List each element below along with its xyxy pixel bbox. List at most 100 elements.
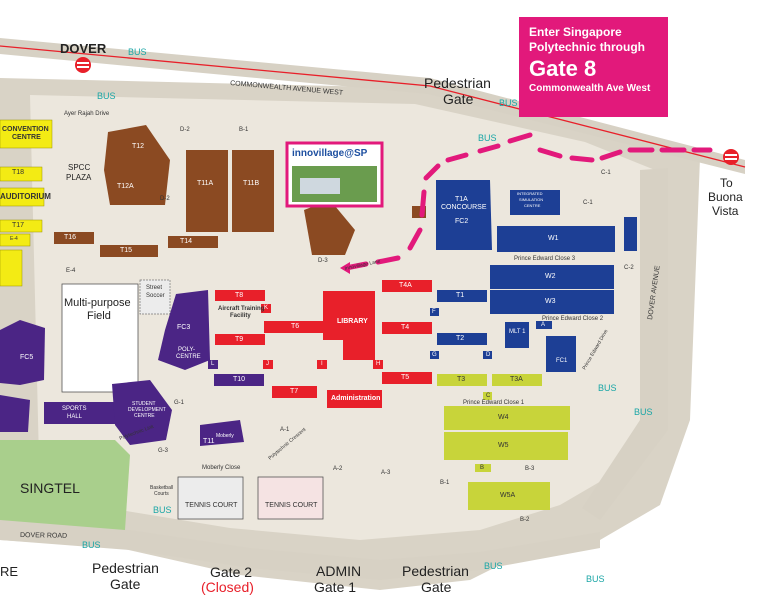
carpark-label: B-1 [440,480,450,486]
block-w2: W2 [545,273,556,280]
carpark-label: C-1 [583,200,593,206]
commonwealth-road [0,38,745,174]
carpark-label: D-2 [160,196,170,202]
dover-road-label: DOVER ROAD [20,532,67,540]
carpark-label: E-4 [66,268,76,274]
tennis-court-1 [177,476,244,520]
callout-line1: Enter Singapore [529,25,622,39]
bus-stop-label: BUS [499,98,518,108]
dover-road [0,520,600,580]
tennis-court-1-label: TENNIS COURT [185,502,238,509]
mrt-logo-right [723,149,739,165]
block-t4a: T4A [399,282,412,289]
block-fc1: FC1 [556,358,568,364]
aircraft-line2: Facility [230,313,251,319]
carpark-label: A-2 [333,466,343,472]
gate2-status: (Closed) [201,579,254,595]
brown-blocks [54,125,426,257]
block-t12a: T12A [117,183,134,190]
block-fc2: FC2 [455,218,469,225]
tennis-court-2 [257,476,324,520]
bus-stop-label: BUS [598,383,617,393]
auditorium-label: AUDITORIUM [0,192,51,201]
block-w4: W4 [498,414,509,421]
bus-stop-label: BUS [128,47,147,57]
bus-stop-label: BUS [484,561,503,571]
block-t9: T9 [235,336,244,343]
re-cut-label: RE [0,564,19,579]
block-w5: W5 [498,442,509,449]
carpark-label: C-1 [601,170,611,176]
block-g: G [432,352,437,358]
prince-edward-1-label: Prince Edward Close 1 [463,400,525,406]
ped-gate-top-line1: Pedestrian [424,75,491,91]
block-e4: E-4 [10,236,18,242]
carpark-label: G-1 [174,400,185,406]
sports-hall-line2: HALL [67,414,83,420]
admin-gate-line1: ADMIN [316,563,362,579]
gate2-label: Gate 2 [210,564,253,580]
block-l: L [211,361,215,367]
admin-gate-line2: Gate 1 [314,579,357,595]
lime-blocks [437,374,570,510]
poly-centre-line2: CENTRE [176,354,201,360]
block-b: B [480,465,485,471]
block-i: I [321,361,323,367]
block-d: D [486,352,491,358]
block-f: F [432,309,436,315]
navy-blocks [430,180,637,372]
block-t4: T4 [401,324,410,331]
block-t18: T18 [12,169,25,176]
carpark-label: D-3 [318,258,328,264]
singtel-area [0,440,130,530]
callout-gate: Gate 8 [529,56,597,81]
carpark-label: G-3 [158,448,169,454]
street-soccer-line2: Soccer [146,293,165,299]
to-buona-vista-line3: Vista [712,204,739,218]
ped-gate-bl-line1: Pedestrian [92,560,159,576]
block-t6: T6 [291,323,300,330]
ped-gate-br-line1: Pedestrian [402,563,469,579]
block-t16: T16 [64,234,77,241]
block-k: K [264,305,269,311]
carpark-label: B-2 [520,517,530,523]
block-t7: T7 [290,388,299,395]
carpark-label: B-3 [525,466,535,472]
block-w3: W3 [545,298,556,305]
block-w1: W1 [548,235,559,242]
route-arrowhead [340,262,350,274]
convention-centre-line1: CONVENTION [2,126,49,133]
basketball-line1: Basketball [150,485,174,491]
spcc-plaza-line1: SPCC [68,163,91,172]
multipurpose-field-shape [61,283,139,393]
block-fc3: FC3 [177,324,191,331]
block-t15: T15 [120,247,133,254]
bus-stop-label: BUS [586,574,605,584]
singtel-label: SINGTEL [20,480,80,496]
block-t3a: T3A [510,376,523,383]
gate8-callout: Enter Singapore Polytechnic through Gate… [519,17,668,117]
carpark-label: B-1 [239,127,249,133]
integrated-line3: CENTRE [524,203,541,208]
student-dev-line3: CENTRE [134,413,155,419]
dover-avenue [582,168,668,520]
route-path [343,132,713,271]
multipurpose-field-line2: Field [87,310,111,322]
callout-sub: Commonwealth Ave West [529,83,651,94]
block-fc5: FC5 [20,354,34,361]
ped-gate-bl-line2: Gate [110,576,141,592]
block-t2: T2 [456,335,465,342]
aircraft-line1: Aircraft Training [218,306,265,312]
block-t10: T10 [233,376,246,383]
convention-centre-line2: CENTRE [12,134,41,141]
integrated-line1: INTEGRATED [517,191,543,196]
library-label: LIBRARY [337,318,368,325]
block-t8: T8 [235,292,244,299]
road-line [0,45,746,168]
integrated-line2: SIMULATION [519,197,544,202]
bus-stop-label: BUS [82,540,101,550]
tennis-court-2-label: TENNIS COURT [265,502,318,509]
mrt-logo-left [75,57,91,73]
ayer-rajah-label: Ayer Rajah Drive [64,111,110,117]
